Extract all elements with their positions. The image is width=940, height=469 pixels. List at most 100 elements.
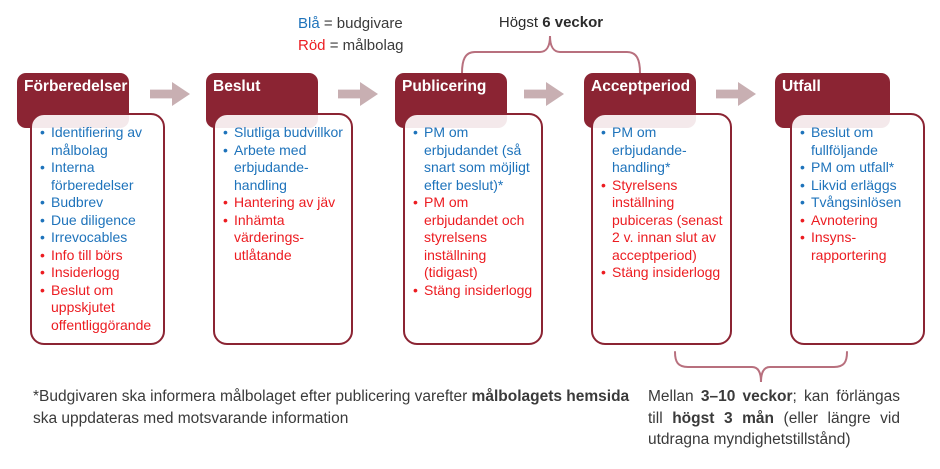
bottom-brace-icon <box>674 351 848 383</box>
stage-column: Acceptperiod • PM om erbjudande-handling*… <box>584 73 749 353</box>
list-item: •PM om erbjudandet (så snart som möjligt… <box>413 124 536 194</box>
stage-title: Utfall <box>782 78 821 95</box>
bottom-note-p3: (eller längre vid utdragna myndighetstil… <box>648 409 900 449</box>
footnote-prefix: *Budgivaren ska informera målbolaget eft… <box>33 388 472 405</box>
top-brace-label-prefix: Högst <box>498 14 543 31</box>
stage-items-box: •Slutliga budvillkor•Arbete med erbjudan… <box>213 113 353 345</box>
bullet-icon: • <box>601 124 606 140</box>
list-item: • Irrevocables <box>40 229 158 247</box>
list-item-text: Stäng insiderlogg <box>424 281 533 298</box>
list-item: • Avnotering <box>800 212 918 230</box>
list-item-text: Stäng insiderlogg <box>612 264 721 280</box>
list-item: • Beslut om fullföljande <box>800 124 918 159</box>
list-item: • Arbete med erbjudande-handling <box>223 142 346 195</box>
stage-items-box: • PM om erbjudande-handling* • Styrelsens i… <box>591 113 732 345</box>
list-item: • Stäng insiderlogg <box>601 264 725 282</box>
list-item-text: Likvid erläggs <box>811 176 897 193</box>
list-item-text: Identifiering av målbolag <box>51 124 143 158</box>
list-item: •PM om utfall* <box>800 159 918 177</box>
stage-column: Förberedelser • Identifiering av målbolag… <box>17 73 182 353</box>
list-item-text: Styrelsens inställning pubiceras (senast… <box>612 176 723 263</box>
list-item-text: Arbete med erbjudande-handling <box>234 141 309 193</box>
list-item: • Hantering av jäv <box>223 194 346 212</box>
list-item: •Budbrev <box>40 194 158 212</box>
list-item-text: PM om utfall* <box>811 159 895 175</box>
legend-red-term: Röd <box>298 37 326 54</box>
bullet-icon: • <box>601 264 606 280</box>
list-item-text: Tvångsinlösen <box>811 194 902 210</box>
bullet-icon: • <box>223 194 228 210</box>
bullet-icon: • <box>413 194 418 210</box>
bullet-icon: • <box>800 211 805 228</box>
stage-column: Publicering •PM om erbjudandet (så snart… <box>395 73 560 353</box>
list-item-text: PM om erbjudande-handling* <box>612 124 687 175</box>
list-item-text: Interna förberedelser <box>51 159 134 193</box>
top-brace-label: Högst 6 veckor <box>451 14 651 31</box>
bullet-icon: • <box>40 264 45 280</box>
list-item-text: Insiderlogg <box>51 264 120 280</box>
list-item-text: Beslut om fullföljande <box>811 124 878 158</box>
stage-title: Acceptperiod <box>591 78 691 95</box>
list-item-text: Insyns-rapportering <box>811 229 887 263</box>
bullet-icon: • <box>800 176 805 193</box>
top-brace-label-bold: 6 veckor <box>542 14 604 31</box>
bullet-icon: • <box>601 176 606 193</box>
bullet-icon: • <box>413 124 418 140</box>
bullet-icon: • <box>800 229 805 245</box>
bottom-note-p1: Mellan <box>648 388 701 405</box>
list-item: • PM om erbjudande-handling* <box>601 124 725 177</box>
list-item: • Due diligence <box>40 212 158 230</box>
bullet-icon: • <box>223 124 228 140</box>
list-item: • Stäng insiderlogg <box>413 282 536 300</box>
stage-title: Beslut <box>213 78 261 95</box>
list-item: • Styrelsens inställning pubiceras (senas… <box>601 177 725 265</box>
list-item-text: Inhämta värderings-utlåtande <box>234 211 305 263</box>
stage-items-box: •Beslut om fullföljande•PM om utfall*•Li… <box>790 113 925 345</box>
list-item: •Slutliga budvillkor <box>223 124 346 142</box>
footnote-bold: målbolagets hemsida <box>471 388 630 405</box>
bullet-icon: • <box>40 124 45 140</box>
list-item-text: Irrevocables <box>51 229 128 245</box>
footnote-suffix: ska uppdateras med motsvarande informati… <box>33 410 349 427</box>
list-item: • Interna förberedelser <box>40 159 158 194</box>
top-brace-icon <box>461 35 641 74</box>
list-item-text: Beslut om uppskjutet offentliggörande <box>51 281 152 333</box>
stage-items-box: •PM om erbjudandet (så snart som möjligt… <box>403 113 543 345</box>
list-item: • Tvångsinlösen <box>800 194 918 212</box>
bullet-icon: • <box>40 281 45 298</box>
bullet-icon: • <box>40 229 45 245</box>
bullet-icon: • <box>413 281 418 298</box>
legend-line-red: Röd = målbolag <box>298 35 404 57</box>
stage-items-box: • Identifiering av målbolag • Interna förbe… <box>30 113 165 345</box>
list-item-text: Hantering av jäv <box>234 194 336 210</box>
bullet-icon: • <box>40 246 45 263</box>
bullet-icon: • <box>800 194 805 210</box>
legend-line-blue: Blå = budgivare <box>298 13 404 35</box>
stage-title: Förberedelser <box>24 78 128 95</box>
list-item: • Beslut om uppskjutet offentliggörande <box>40 282 158 335</box>
list-item: • Info till börs <box>40 247 158 265</box>
legend-blue-term: Blå <box>298 15 320 32</box>
list-item: • Inhämta värderings-utlåtande <box>223 212 346 265</box>
bullet-icon: • <box>223 141 228 158</box>
bottom-note-p2: ; kan förlängas till <box>648 388 900 427</box>
bullet-icon: • <box>800 124 805 140</box>
list-item-text: PM om erbjudandet och styrelsens inställ… <box>424 194 525 280</box>
list-item-text: Due diligence <box>51 211 136 228</box>
legend-red-text: = målbolag <box>325 37 404 54</box>
list-item: • Insyns-rapportering <box>800 229 918 264</box>
list-item: • Identifiering av målbolag <box>40 124 158 159</box>
list-item-text: Avnotering <box>811 211 878 228</box>
list-item-text: Info till börs <box>51 246 123 263</box>
footnote-text: *Budgivaren ska informera målbolaget eft… <box>33 386 638 430</box>
legend-blue-text: = budgivare <box>319 15 403 32</box>
bullet-icon: • <box>40 159 45 175</box>
color-legend: Blå = budgivare Röd = målbolag <box>298 13 404 57</box>
bullet-icon: • <box>40 211 45 228</box>
bullet-icon: • <box>223 211 228 228</box>
list-item: • Likvid erläggs <box>800 177 918 195</box>
bullet-icon: • <box>40 194 45 210</box>
bottom-note-b1: 3–10 veckor <box>700 388 793 405</box>
list-item: • Insiderlogg <box>40 264 158 282</box>
